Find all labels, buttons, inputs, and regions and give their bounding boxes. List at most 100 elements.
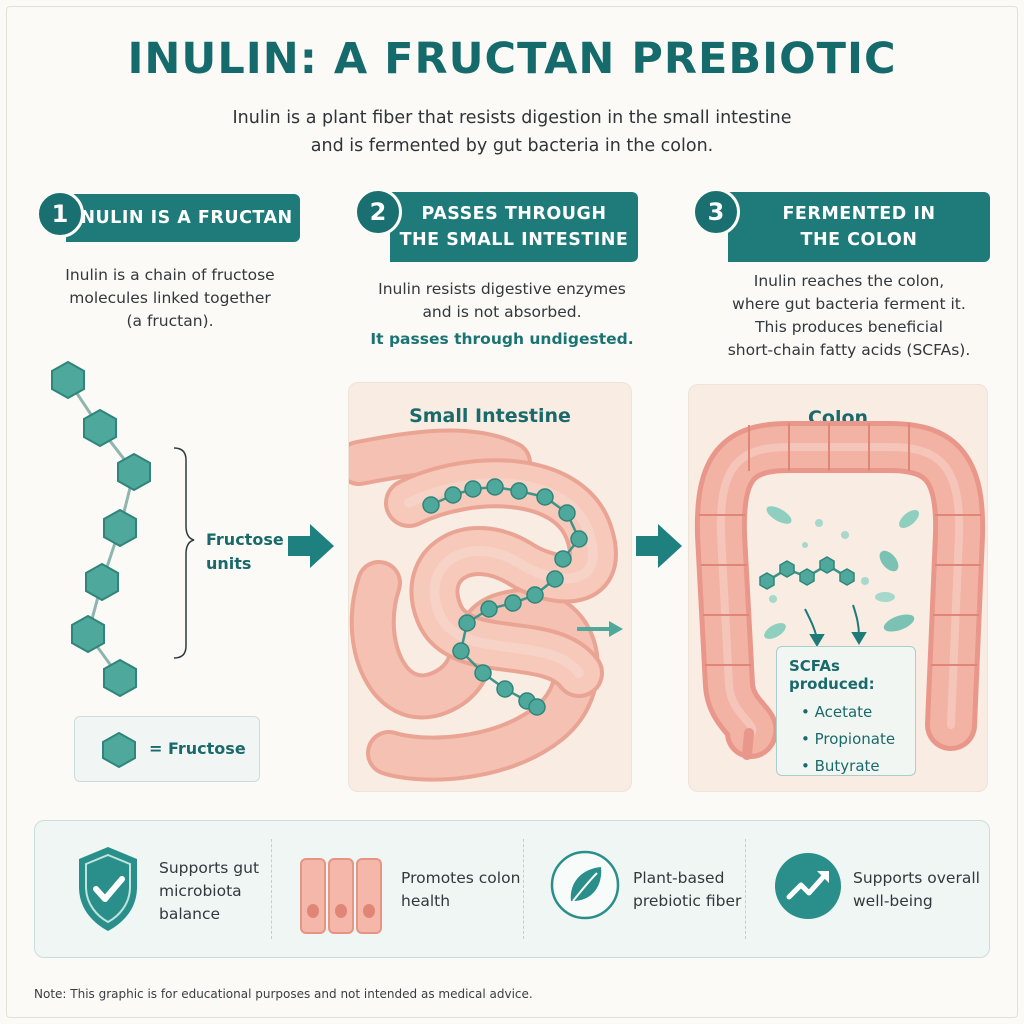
benefit-4-line-2: well-being (853, 892, 933, 910)
bacterium-icon (766, 506, 792, 524)
step-3-label-line-1: FERMENTED IN (782, 204, 936, 224)
step-2-desc-line-1: Inulin resists digestive enzymes (378, 280, 626, 298)
step-1-description: Inulin is a chain of fructose molecules … (40, 264, 300, 333)
benefit-1-line-2: microbiota (159, 882, 242, 900)
leaf-icon (550, 850, 620, 920)
legend-label: = Fructose (149, 739, 246, 758)
step-1-label-line-1: INULIN IS A FRUCTAN (73, 208, 293, 228)
fructose-hexagon (103, 508, 137, 548)
colon-fructose-beads (759, 556, 855, 590)
step-3-desc-line-2: where gut bacteria ferment it. (732, 295, 966, 313)
fructose-units-label: Fructose units (206, 528, 284, 576)
fructose-hexagon (117, 452, 151, 492)
colon-haustra (699, 423, 981, 666)
fructose-bead (464, 480, 482, 498)
page-subtitle: Inulin is a plant fiber that resists dig… (0, 104, 1024, 160)
step-1-desc-line-1: Inulin is a chain of fructose (65, 266, 275, 284)
step-2-description: Inulin resists digestive enzymes and is … (352, 278, 652, 351)
arrow-right-icon (636, 524, 682, 568)
fructose-legend: = Fructose (74, 716, 260, 782)
fructose-bead (486, 478, 504, 496)
benefit-divider (271, 839, 272, 939)
fructose-bead (504, 594, 522, 612)
fructose-hexagon (83, 408, 117, 448)
intestine-loops (349, 428, 618, 782)
step-3-description: Inulin reaches the colon, where gut bact… (694, 270, 1004, 362)
colon-tube (694, 421, 986, 760)
fructose-hexagon (819, 556, 835, 574)
step-1-badge: 1 (36, 190, 84, 238)
benefit-2-line-2: health (401, 892, 451, 910)
benefit-colon-health-text: Promotes colon health (401, 867, 520, 913)
fructose-bead (510, 482, 528, 500)
step-2-header: PASSES THROUGH THE SMALL INTESTINE 2 (354, 188, 638, 262)
fructose-bead (536, 488, 554, 506)
step-2-label-line-2: THE SMALL INTESTINE (399, 230, 629, 250)
fructose-hexagon (85, 562, 119, 602)
disclaimer-note: Note: This graphic is for educational pu… (34, 987, 533, 1001)
bacterium-icon (764, 623, 786, 639)
step-3-desc-line-4: short-chain fatty acids (SCFAs). (727, 341, 971, 359)
benefit-well-being: Supports overall well-being (747, 821, 989, 957)
small-intestine-panel: Small Intestine (348, 382, 632, 792)
benefit-divider (745, 839, 746, 939)
fructose-hexagon (51, 360, 85, 400)
shield-check-icon (79, 847, 137, 931)
small-intestine-title: Small Intestine (409, 405, 571, 427)
benefits-bar: Supports gut microbiota balance Promotes… (34, 820, 990, 958)
step-3-label: FERMENTED IN THE COLON (728, 192, 990, 262)
step-3-label-line-2: THE COLON (800, 230, 918, 250)
scfa-item: • Butyrate (801, 757, 880, 775)
fructose-hexagon (799, 568, 815, 586)
benefit-gut-balance: Supports gut microbiota balance (35, 821, 271, 957)
benefit-gut-balance-text: Supports gut microbiota balance (159, 857, 259, 926)
step-1-desc-line-2: molecules linked together (69, 289, 271, 307)
bacterium-icon (841, 531, 849, 539)
fructose-bead (496, 680, 514, 698)
page-frame (6, 6, 1018, 1018)
legend-hexagon-icon (102, 731, 136, 769)
inulin-chain-diagram (51, 360, 195, 698)
step-3-header: FERMENTED IN THE COLON 3 (692, 188, 990, 262)
fructose-bead (452, 642, 470, 660)
step-1-header: INULIN IS A FRUCTAN 1 (36, 190, 300, 246)
fermentation-arrows (804, 604, 867, 647)
trend-up-icon (775, 853, 841, 919)
flow-arrow-icon (577, 621, 623, 637)
fructose-units-line-1: Fructose (206, 530, 284, 549)
small-intestine-illustration (349, 428, 623, 782)
colon-cells-icon (300, 858, 382, 934)
scfa-item: • Propionate (801, 730, 896, 748)
step-3-badge: 3 (692, 188, 740, 236)
benefit-colon-health: Promotes colon health (273, 821, 525, 957)
step-1-desc-line-3: (a fructan). (126, 312, 214, 330)
fructose-bead (458, 614, 476, 632)
bracket (173, 447, 195, 659)
bacterium-icon (899, 510, 919, 528)
fructose-hexagon (103, 658, 137, 698)
subtitle-line-2: and is fermented by gut bacteria in the … (310, 136, 714, 156)
fructose-bead (474, 664, 492, 682)
fructose-bead (546, 570, 564, 588)
fructose-hexagon (759, 572, 775, 590)
scfa-title: SCFAs produced: (789, 657, 875, 693)
bacterium-icon (861, 577, 869, 585)
subtitle-line-1: Inulin is a plant fiber that resists dig… (232, 108, 792, 128)
scfa-item: • Acetate (801, 703, 873, 721)
benefit-plant-fiber: Plant-based prebiotic fiber (525, 821, 745, 957)
step-2-desc-line-2: and is not absorbed. (422, 303, 582, 321)
step-2-label-line-1: PASSES THROUGH (421, 204, 607, 224)
fructose-hexagon (779, 560, 795, 578)
page-title: INULIN: A FRUCTAN PREBIOTIC (127, 34, 897, 84)
fructose-bead (554, 550, 572, 568)
bacterium-icon (883, 614, 915, 632)
step-2-badge: 2 (354, 188, 402, 236)
fructose-bead (422, 496, 440, 514)
step-2-label: PASSES THROUGH THE SMALL INTESTINE (390, 192, 638, 262)
fructose-bead (528, 698, 546, 716)
fructose-bead (480, 600, 498, 618)
fructose-units-line-2: units (206, 554, 252, 573)
bacterium-icon (879, 550, 899, 572)
benefit-divider (523, 839, 524, 939)
fructose-bead (558, 504, 576, 522)
